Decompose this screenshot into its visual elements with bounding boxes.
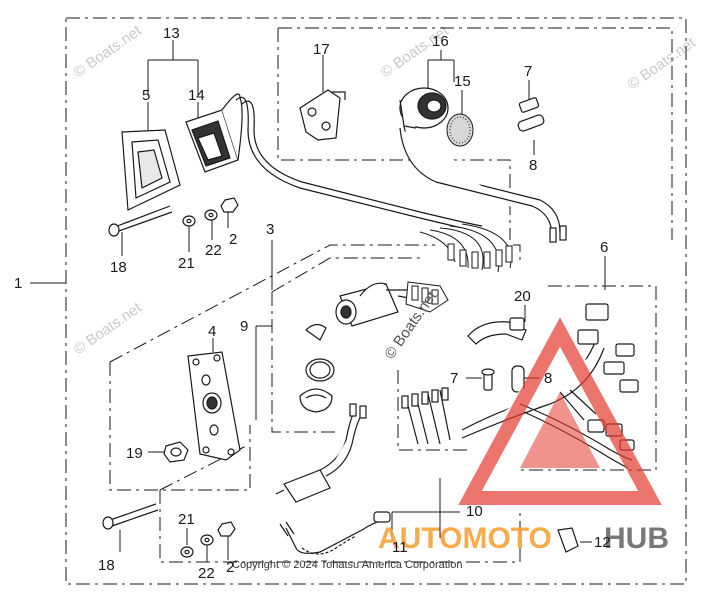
clip-part-12 (557, 527, 579, 553)
screw-part-18-lower (102, 503, 159, 530)
washer-part-22-upper (204, 209, 218, 221)
callout-2: 2 (229, 231, 237, 248)
bolt-part-7-upper (518, 97, 540, 113)
callout-16: 16 (432, 33, 449, 50)
washer-part-21-lower (180, 546, 194, 558)
ignition-switch-part-9 (299, 282, 421, 413)
outer-frame (65, 17, 687, 585)
buzzer-part-10 (275, 403, 367, 503)
callout-21: 21 (178, 255, 195, 272)
gasket-plate-part-5 (121, 129, 181, 211)
screw-part-18-upper (108, 205, 173, 237)
brand-logo: AUTOMOTO HUB (378, 317, 669, 555)
callout-13: 13 (163, 25, 180, 42)
key-switch-part-16 (399, 87, 567, 243)
switch-body-part-14 (185, 93, 243, 173)
callout-19: 19 (126, 445, 143, 462)
watermark-text: © Boats.net (71, 22, 146, 81)
callout-2: 2 (226, 559, 234, 576)
nut-part-2-lower (217, 521, 236, 537)
callout-17: 17 (313, 41, 330, 58)
callout-12: 12 (594, 534, 611, 551)
callout-3: 3 (266, 221, 274, 238)
nut-part-2-upper (220, 197, 239, 213)
callout-1: 1 (14, 275, 22, 292)
connector-cluster-upper (419, 223, 513, 273)
callout-22: 22 (198, 565, 215, 582)
brand-hub-text: HUB (604, 522, 669, 555)
copyright-text: Copyright © 2024 Tohatsu America Corpora… (232, 559, 462, 571)
callout-8: 8 (529, 157, 537, 174)
subassembly-box-6 (397, 285, 657, 471)
callout-10: 10 (466, 503, 483, 520)
sleeve-part-8-lower (511, 365, 525, 393)
lanyard-part-11 (279, 511, 391, 555)
subassembly-box-upper (277, 27, 673, 240)
callout-7: 7 (450, 370, 458, 387)
callout-4: 4 (208, 323, 216, 340)
mounting-plate-part-4 (187, 351, 241, 461)
mesh-cap-part-15 (446, 113, 474, 147)
callout-20: 20 (514, 288, 531, 305)
washer-part-21-upper (182, 215, 196, 227)
callout-11: 11 (392, 539, 408, 556)
nut-part-19 (163, 441, 189, 463)
callout-21: 21 (178, 511, 195, 528)
leader-lines (30, 40, 606, 562)
bracket-part-17 (299, 89, 346, 141)
washer-part-22-lower (200, 534, 214, 546)
callout-8: 8 (544, 370, 552, 387)
brand-auto-text: AUTOMOTO (378, 522, 552, 555)
callout-labels: 1 2 2 3 4 5 6 7 7 8 8 9 10 11 12 13 14 1… (14, 25, 611, 582)
callout-9: 9 (240, 318, 248, 335)
callout-7: 7 (524, 63, 532, 80)
callout-5: 5 (142, 87, 150, 104)
bolt-part-7-lower (481, 368, 495, 391)
callout-6: 6 (600, 239, 608, 256)
callout-14: 14 (188, 87, 205, 104)
connector-cluster-9 (405, 281, 449, 313)
callout-15: 15 (454, 73, 471, 90)
subassembly-box-9 (271, 257, 420, 433)
clamp-part-20 (467, 317, 527, 345)
subassembly-box-3 (109, 244, 521, 491)
sleeve-part-8-upper (517, 114, 545, 132)
callout-18: 18 (110, 259, 127, 276)
watermark-text: © Boats.net (625, 34, 700, 93)
callout-18: 18 (98, 557, 115, 574)
callout-22: 22 (205, 242, 222, 259)
